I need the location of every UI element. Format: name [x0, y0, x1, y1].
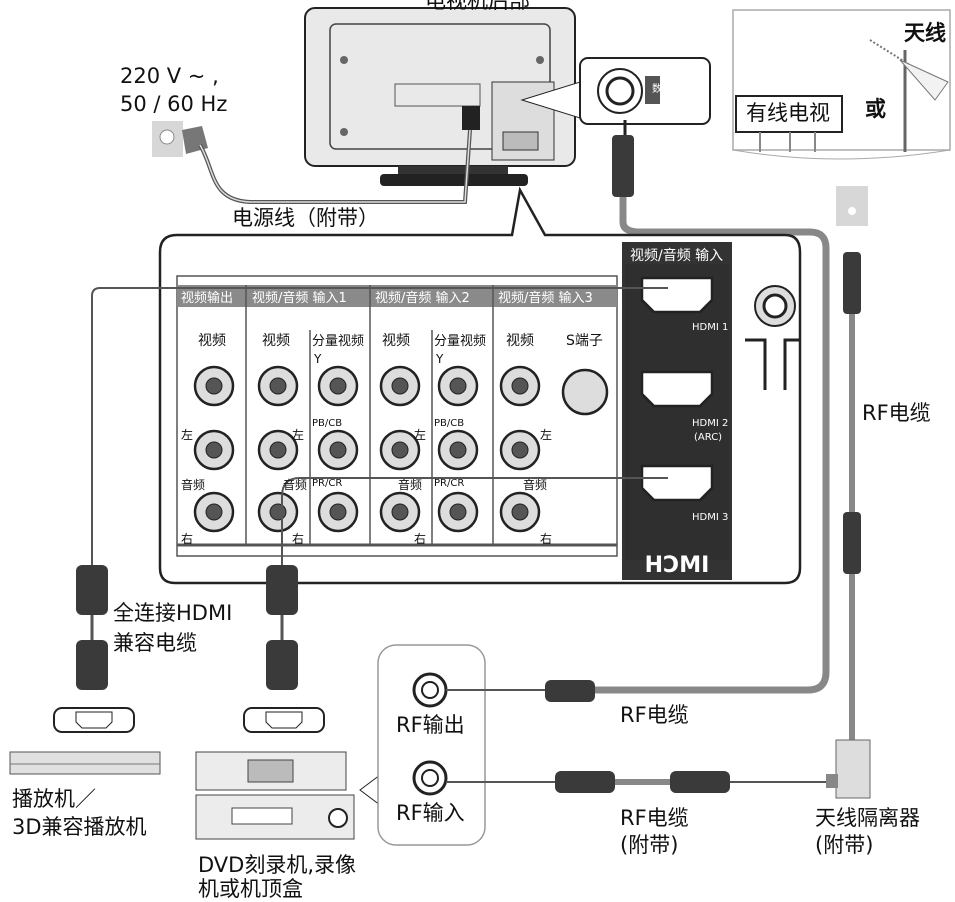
player-label-line1: 播放机／ [12, 787, 96, 811]
rf-cable-bottom-line1: RF电缆 [620, 806, 689, 830]
panel-group-video-out: 视频输出 [181, 291, 234, 306]
hdmi-port-3 [640, 464, 714, 502]
rca-jack-center [205, 441, 223, 459]
separator-label-line1: 天线隔离器 [815, 806, 920, 830]
hdmi-logo: HƆMI [645, 553, 710, 578]
rca-jack-center [269, 441, 287, 459]
rca-jack-center [329, 377, 347, 395]
digital-antenna-line1: 数字信号 [652, 84, 692, 95]
jack-label-svideo: S端子 [566, 333, 603, 349]
hdmi1-label: HDMI 1 [692, 322, 729, 333]
panel-group-input2: 视频/音频 输入2 [375, 291, 470, 306]
hdmi3-label: HDMI 3 [692, 512, 729, 523]
jack-label-video-4: 视频 [506, 333, 534, 349]
rca-jack-center [449, 441, 467, 459]
jack-label-video-1: 视频 [198, 333, 226, 349]
hdmi-cable-left [91, 287, 668, 565]
jack-label-component-1: 分量视频 [312, 334, 365, 349]
jack-label-y-1: Y [314, 352, 322, 366]
digital-antenna-line2: 天线 [660, 97, 680, 108]
rca-jack-center [449, 503, 467, 521]
player-label-line2: 3D兼容播放机 [12, 815, 147, 839]
hdmi-header: 视频/音频 输入 [630, 248, 724, 264]
recorder-label-line2: 机或机顶盒 [198, 877, 303, 901]
hdmi-port-1 [640, 276, 714, 314]
jack-label-video-2: 视频 [262, 333, 290, 349]
rca-jack-center [269, 377, 287, 395]
jack-label-right-2: 右 [292, 532, 305, 546]
hdmi-cable-label-line2: 兼容电缆 [113, 631, 197, 655]
hdmi-ports [640, 276, 714, 502]
cable-tv-label: 有线电视 [746, 101, 830, 125]
rca-jack-center [205, 503, 223, 521]
jack-label-pb-2: PB/CB [434, 418, 465, 429]
tv-rear-illustration [304, 7, 576, 186]
jack-label-left-2: 左 [292, 428, 305, 442]
rca-jack-center [205, 377, 223, 395]
panel-group-input1: 视频/音频 输入1 [252, 291, 347, 306]
svideo-jack [561, 368, 609, 416]
rf-cable-tv-path [585, 197, 830, 694]
jack-label-audio-1: 音频 [181, 478, 206, 492]
panel-group-input3: 视频/音频 输入3 [498, 291, 593, 306]
rca-jack-center [391, 503, 409, 521]
digital-antenna-callout [520, 57, 711, 197]
rca-jack-center [329, 503, 347, 521]
hdmi-port-2 [640, 370, 714, 408]
jack-label-right-1: 右 [181, 532, 194, 546]
recorder-label-line1: DVD刻录机,录像 [198, 853, 357, 877]
rca-jack-center [511, 503, 529, 521]
tv-rear-title: 电视机后部 [425, 0, 530, 13]
hdmi-cable-label-line1: 全连接HDMI [113, 601, 233, 625]
rf-out-label: RF输出 [396, 713, 465, 737]
recorder-device [195, 751, 355, 840]
rf-cable-middle-label: RF电缆 [620, 703, 689, 727]
jack-label-pb-1: PB/CB [312, 418, 343, 429]
jack-label-left-4: 左 [540, 428, 553, 442]
hdmi-cable-right [281, 477, 668, 565]
power-cord [152, 121, 472, 204]
hdmi2-arc-label: (ARC) [694, 432, 723, 443]
jack-label-audio-4: 音频 [523, 478, 548, 492]
jack-label-component-2: 分量视频 [434, 334, 487, 349]
rca-jack-center [449, 377, 467, 395]
rca-jack-center [511, 377, 529, 395]
rca-jack-center [511, 441, 529, 459]
hdmi-cable-plugs-right [243, 565, 325, 733]
rca-jack-center [391, 441, 409, 459]
jack-label-y-2: Y [436, 352, 444, 366]
jack-label-pr-1: PR/CR [312, 478, 343, 489]
player-device [9, 751, 161, 775]
power-frequency: 50 / 60 Hz [120, 92, 228, 116]
jack-label-right-4: 右 [540, 532, 553, 546]
rca-jack-center [269, 503, 287, 521]
jack-label-video-3: 视频 [382, 333, 410, 349]
antenna-label: 天线 [904, 21, 946, 45]
hdmi2-label: HDMI 2 [692, 418, 729, 429]
cable-antenna-box [732, 9, 951, 740]
or-label: 或 [865, 97, 886, 121]
antenna-separator [826, 739, 871, 799]
rca-jacks [193, 365, 609, 533]
power-cord-label: 电源线（附带） [232, 206, 379, 230]
rca-jack-center [329, 441, 347, 459]
rf-cable-right-label: RF电缆 [862, 401, 931, 425]
rf-in-label: RF输入 [396, 801, 465, 825]
power-voltage: 220 V ~ , [120, 64, 219, 88]
hdmi-cable-plugs-left [53, 565, 135, 733]
jack-label-right-3: 右 [414, 532, 427, 546]
rf-jacks-callout [359, 644, 826, 846]
jack-label-pr-2: PR/CR [434, 478, 465, 489]
rf-cable-bottom-line2: (附带) [620, 833, 679, 857]
separator-label-line2: (附带) [815, 833, 874, 857]
jack-label-left-1: 左 [181, 428, 194, 442]
rca-jack-center [391, 377, 409, 395]
antenna-jack [745, 285, 800, 390]
jack-label-left-3: 左 [414, 428, 427, 442]
jack-label-audio-2: 音频 [283, 478, 308, 492]
jack-label-audio-3: 音频 [398, 478, 423, 492]
